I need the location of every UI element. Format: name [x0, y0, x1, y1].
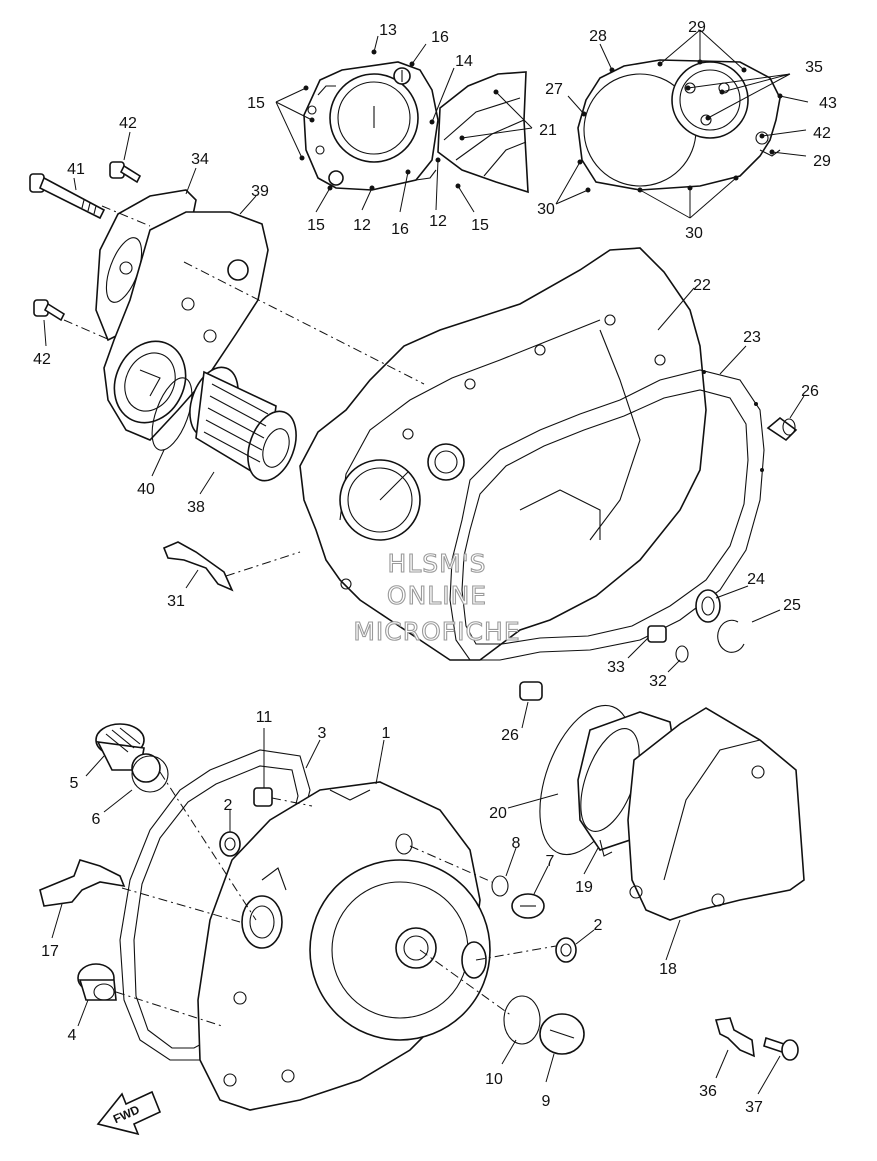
callout-c4: 4: [68, 1027, 77, 1044]
callout-c24: 24: [747, 571, 765, 588]
part-oil-filter-cover-39: [103, 211, 269, 441]
part-bolt-41: [29, 173, 106, 220]
callout-c10: 10: [485, 1071, 503, 1088]
callout-c30b: 30: [685, 225, 703, 242]
watermark: HLSM'S ONLINE MICROFICHE: [353, 548, 520, 646]
leader-dots: [299, 49, 783, 193]
part-o-ring-6: [131, 755, 169, 793]
part-washer-2-upper: [219, 831, 241, 857]
part-dowel-26-lower: [519, 681, 543, 701]
part-dowel-26-upper: [766, 416, 798, 442]
callout-c13: 13: [379, 22, 397, 39]
callout-c7: 7: [546, 853, 555, 870]
callout-c39: 39: [251, 183, 269, 200]
assembly-lines: [63, 205, 557, 1027]
callout-c42a: 42: [813, 125, 831, 142]
callout-c2a: 2: [224, 797, 233, 814]
callout-c12a: 12: [353, 217, 371, 234]
part-crankcase-22: [299, 247, 707, 661]
callout-c42c: 42: [33, 351, 51, 368]
callout-c36: 36: [699, 1083, 717, 1100]
callout-c43: 43: [819, 95, 837, 112]
callout-c28: 28: [589, 28, 607, 45]
part-bolt-42-upper: [109, 161, 142, 184]
part-plug-9: [539, 1013, 585, 1055]
part-bracket-17: [39, 859, 126, 907]
part-plug-7: [511, 893, 545, 919]
callout-c17: 17: [41, 943, 59, 960]
callout-c26a: 26: [801, 383, 819, 400]
callout-c23: 23: [743, 329, 761, 346]
leader-lines: [43, 29, 809, 1095]
callout-c6: 6: [92, 811, 101, 828]
callout-c21: 21: [539, 122, 557, 139]
part-clutch-cover: [577, 59, 781, 191]
callout-c18: 18: [659, 961, 677, 978]
watermark-line-1: HLSM'S: [388, 549, 487, 578]
part-oil-filter-38: [189, 366, 297, 482]
callout-c15a: 15: [247, 95, 265, 112]
callout-c14: 14: [455, 53, 473, 70]
part-bolt-42-lower: [33, 299, 66, 322]
part-circlip-25: [717, 619, 745, 653]
callout-c19: 19: [575, 879, 593, 896]
callout-c25: 25: [783, 597, 801, 614]
callout-c8: 8: [512, 835, 521, 852]
callout-c42b: 42: [119, 115, 137, 132]
part-plug-4: [77, 963, 117, 1001]
part-collar-11: [253, 787, 273, 807]
callout-c30a: 30: [537, 201, 555, 218]
part-o-ring-10: [503, 995, 541, 1045]
part-gasket-23: [449, 369, 765, 661]
callout-c20: 20: [489, 805, 507, 822]
callout-c41: 41: [67, 161, 85, 178]
callout-c12b: 12: [429, 213, 447, 230]
callout-c37: 37: [745, 1099, 763, 1116]
part-crankcase-cover-1: [197, 781, 491, 1111]
callout-c22: 22: [693, 277, 711, 294]
callout-c3: 3: [318, 725, 327, 742]
callout-c40: 40: [137, 481, 155, 498]
watermark-line-3: MICROFICHE: [353, 617, 520, 646]
part-filler-cap-5: [95, 723, 161, 783]
part-o-ring-32: [675, 645, 689, 663]
callout-c31: 31: [167, 593, 185, 610]
part-bracket-36: [714, 1017, 755, 1058]
callout-c1: 1: [382, 725, 391, 742]
part-bolt-37: [763, 1036, 799, 1061]
part-o-ring-40: [151, 377, 193, 451]
part-cover-18: [627, 707, 805, 921]
forward-arrow: FWD: [96, 1090, 162, 1136]
callout-c27: 27: [545, 81, 563, 98]
callout-c33: 33: [607, 659, 625, 676]
part-clamp-31: [162, 541, 234, 592]
part-o-ring-8: [491, 875, 509, 897]
part-collar-33: [647, 625, 667, 643]
callout-c2b: 2: [594, 917, 603, 934]
part-crankcase-cover-small: [303, 61, 439, 191]
watermark-line-2: ONLINE: [387, 581, 487, 610]
callout-c34: 34: [191, 151, 209, 168]
callout-c16a: 16: [431, 29, 449, 46]
part-oil-seal-24: [695, 589, 721, 623]
callout-c5: 5: [70, 775, 79, 792]
callout-c16b: 16: [391, 221, 409, 238]
callout-c11: 11: [256, 709, 273, 726]
callout-c15b: 15: [307, 217, 325, 234]
callout-c38: 38: [187, 499, 205, 516]
callout-c26b: 26: [501, 727, 519, 744]
callout-c29b: 29: [813, 153, 831, 170]
callout-c32: 32: [649, 673, 667, 690]
callout-c35: 35: [805, 59, 823, 76]
part-washer-2-lower: [555, 937, 577, 963]
callout-c29a: 29: [688, 19, 706, 36]
part-cover-shield-21: [437, 71, 529, 194]
callout-c9: 9: [542, 1093, 551, 1110]
callout-c15c: 15: [471, 217, 489, 234]
